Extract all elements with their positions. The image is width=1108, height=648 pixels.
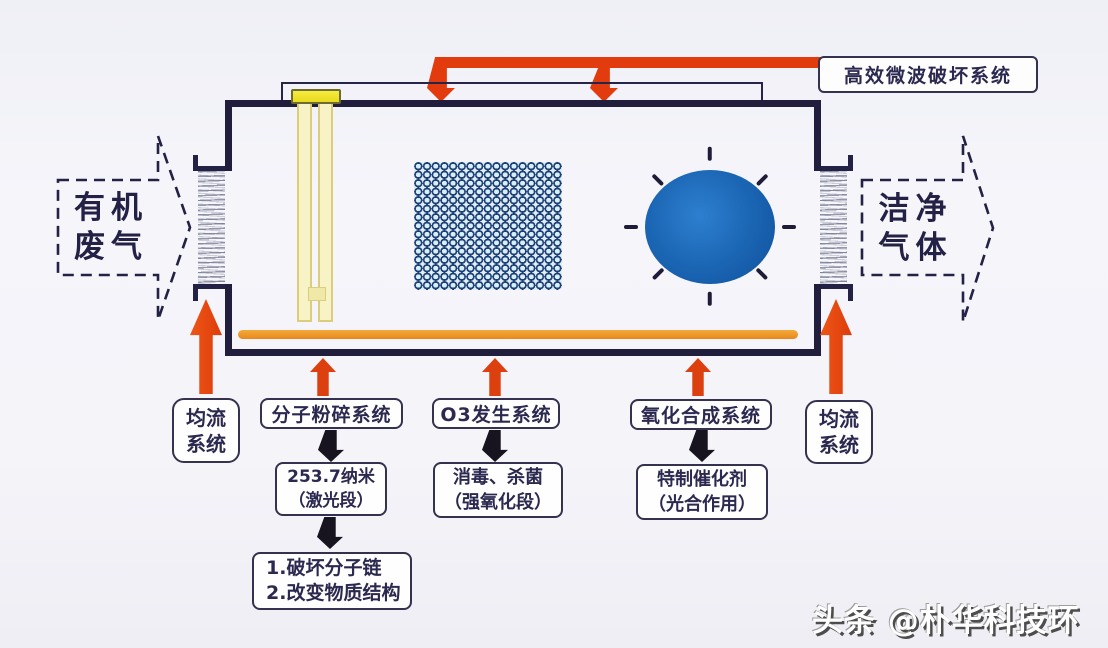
o3-down-arrow bbox=[482, 430, 508, 462]
left-equalizer-line2: 系统 bbox=[186, 431, 226, 456]
o3-system-box: O3发生系统 bbox=[432, 398, 560, 429]
oxidation-stage-line1: 特制催化剂 bbox=[657, 469, 747, 490]
o3-stage-box: 消毒、杀菌 （强氧化段） bbox=[433, 462, 563, 518]
catalyst-ray-top-right bbox=[755, 173, 769, 186]
chamber-top-wall bbox=[225, 100, 821, 107]
oxidation-down-arrow bbox=[689, 430, 715, 462]
o3-stage-line2: （强氧化段） bbox=[444, 492, 552, 513]
chamber-bottom-wall bbox=[225, 349, 821, 356]
chamber-left-wall-upper bbox=[225, 100, 232, 171]
inlet-bracket-top bbox=[193, 166, 225, 171]
heater-bar bbox=[238, 330, 798, 339]
uv-lamp-tube-bridge bbox=[308, 287, 326, 301]
molecule-stage-line1: 253.7纳米 bbox=[287, 467, 375, 487]
right-equalizer-line2: 系统 bbox=[819, 433, 859, 457]
outlet-gas-label-line2: 气体 bbox=[878, 230, 953, 266]
molecule-effect-line1: 1.破坏分子链 bbox=[266, 557, 382, 579]
chamber-plenum bbox=[281, 82, 763, 102]
inlet-gas-label: 有机 废气 bbox=[58, 180, 158, 275]
outlet-bracket-bottom bbox=[821, 284, 853, 289]
catalyst-ray-bottom-left bbox=[651, 267, 665, 280]
molecule-down-arrow bbox=[318, 430, 344, 462]
uv-lamp-tube-right bbox=[318, 104, 333, 322]
catalyst-ray-left bbox=[624, 225, 638, 229]
uv-lamp-cap bbox=[291, 89, 341, 104]
catalyst-ball bbox=[645, 170, 775, 284]
left-equalizer-up-arrow bbox=[190, 299, 222, 394]
inlet-bracket-bottom bbox=[193, 284, 225, 289]
oxidation-stage-box: 特制催化剂 （光合作用） bbox=[636, 464, 768, 520]
inlet-bracket-bottom-tick bbox=[193, 284, 198, 301]
molecule-effect-down-arrow bbox=[317, 517, 343, 549]
outlet-bracket-bottom-tick bbox=[848, 284, 853, 301]
microwave-feed-pipe bbox=[435, 57, 822, 68]
left-equalizer-line1: 均流 bbox=[186, 405, 226, 430]
microwave-system-label-box: 高效微波破坏系统 bbox=[818, 56, 1038, 93]
inlet-bracket-top-tick bbox=[193, 155, 198, 171]
uv-lamp-tube-left bbox=[297, 104, 312, 322]
outlet-gas-label: 洁净 气体 bbox=[862, 182, 963, 276]
catalyst-ray-right bbox=[782, 225, 796, 229]
molecule-system-box: 分子粉碎系统 bbox=[260, 398, 403, 429]
outlet-bracket-top bbox=[821, 166, 853, 171]
outlet-bracket-top-tick bbox=[848, 155, 853, 171]
molecule-stage-line2: （激光段） bbox=[288, 491, 374, 511]
watermark: 头条 @朴华科技环保 bbox=[812, 603, 1080, 639]
right-equalizer-box: 均流 系统 bbox=[805, 400, 873, 464]
o3-system-up-arrow bbox=[482, 358, 508, 396]
ozone-honeycomb-block bbox=[414, 162, 562, 290]
outlet-gas-label-line1: 洁净 bbox=[878, 191, 953, 227]
molecule-effect-box: 1.破坏分子链 2.改变物质结构 bbox=[252, 552, 412, 610]
molecule-system-up-arrow bbox=[310, 358, 336, 396]
catalyst-ray-top-left bbox=[651, 173, 665, 186]
left-equalizer-box: 均流 系统 bbox=[172, 398, 240, 463]
catalyst-ray-top bbox=[708, 146, 712, 161]
catalyst-ray-bottom bbox=[708, 291, 712, 306]
inlet-gas-label-line1: 有机 bbox=[74, 189, 148, 226]
catalyst-ray-bottom-right bbox=[755, 267, 769, 280]
outlet-filter-mesh bbox=[820, 171, 847, 284]
chamber-right-wall-upper bbox=[814, 100, 821, 171]
right-equalizer-line1: 均流 bbox=[819, 407, 859, 431]
inlet-filter-mesh bbox=[198, 171, 225, 284]
chamber-left-wall-lower bbox=[225, 284, 232, 356]
o3-stage-line1: 消毒、杀菌 bbox=[453, 467, 543, 488]
oxidation-system-up-arrow bbox=[685, 358, 711, 396]
chamber-right-wall-lower bbox=[814, 284, 821, 356]
molecule-stage-box: 253.7纳米 （激光段） bbox=[275, 462, 387, 516]
oxidation-system-box: 氧化合成系统 bbox=[630, 399, 772, 430]
molecule-effect-line2: 2.改变物质结构 bbox=[266, 582, 401, 604]
inlet-gas-label-line2: 废气 bbox=[74, 228, 148, 265]
right-equalizer-up-arrow bbox=[820, 299, 852, 394]
oxidation-stage-line2: （光合作用） bbox=[648, 494, 756, 515]
